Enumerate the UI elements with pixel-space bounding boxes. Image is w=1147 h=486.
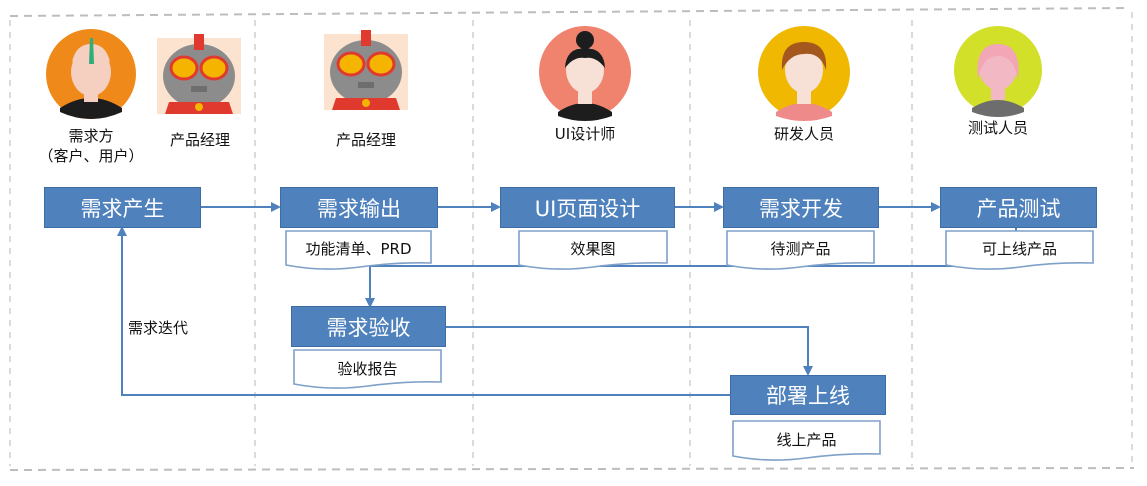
tester-avatar-icon — [954, 26, 1042, 117]
doc-shape-online-product — [732, 420, 881, 461]
role-label-developer: 研发人员 — [773, 125, 834, 143]
outer-frame — [9, 7, 1135, 471]
document-label-mockup: 效果图 — [570, 240, 616, 258]
doc-shape-prd — [285, 230, 432, 270]
process-ui-design: UI页面设计 — [500, 187, 675, 228]
role-label-product-manager: 产品经理 — [169, 131, 230, 149]
process-development: 需求开发 — [723, 187, 879, 228]
document-label-acceptance-report: 验收报告 — [337, 360, 398, 378]
process-testing: 产品测试 — [940, 187, 1097, 228]
doc-shape-acceptance-report — [293, 349, 442, 389]
doc-shape-test-build — [726, 230, 875, 270]
developer-avatar-icon — [758, 26, 850, 121]
role-label-client: 需求方 （客户、用户） — [38, 127, 144, 165]
process-demand-generation: 需求产生 — [44, 187, 201, 228]
document-shapes — [285, 230, 1094, 461]
role-label-ui-designer: UI设计师 — [554, 125, 616, 143]
client-avatar-icon — [46, 29, 136, 119]
lane-dividers — [9, 12, 1133, 466]
role-label-tester: 测试人员 — [967, 119, 1028, 137]
arrow-deploy-to-origin — [117, 226, 730, 396]
ui-designer-avatar-icon — [539, 26, 631, 121]
iteration-loop-label: 需求迭代 — [128, 319, 189, 337]
process-demand-output: 需求输出 — [280, 187, 438, 228]
document-label-online-product: 线上产品 — [776, 431, 837, 449]
product-manager-avatar-icon — [157, 34, 241, 114]
document-label-prd: 功能清单、PRD — [305, 240, 412, 258]
doc-shape-releasable — [945, 230, 1094, 270]
document-label-test-build: 待测产品 — [770, 240, 831, 258]
doc-shape-mockup — [518, 230, 668, 270]
document-label-releasable: 可上线产品 — [981, 240, 1057, 258]
process-deployment: 部署上线 — [730, 375, 886, 415]
arrow-acceptance-to-deploy — [446, 326, 813, 376]
process-acceptance: 需求验收 — [291, 306, 446, 347]
arrow-test-to-acceptance — [365, 228, 1017, 308]
product-manager-avatar-icon — [324, 30, 408, 110]
role-label-product-manager: 产品经理 — [335, 131, 396, 149]
